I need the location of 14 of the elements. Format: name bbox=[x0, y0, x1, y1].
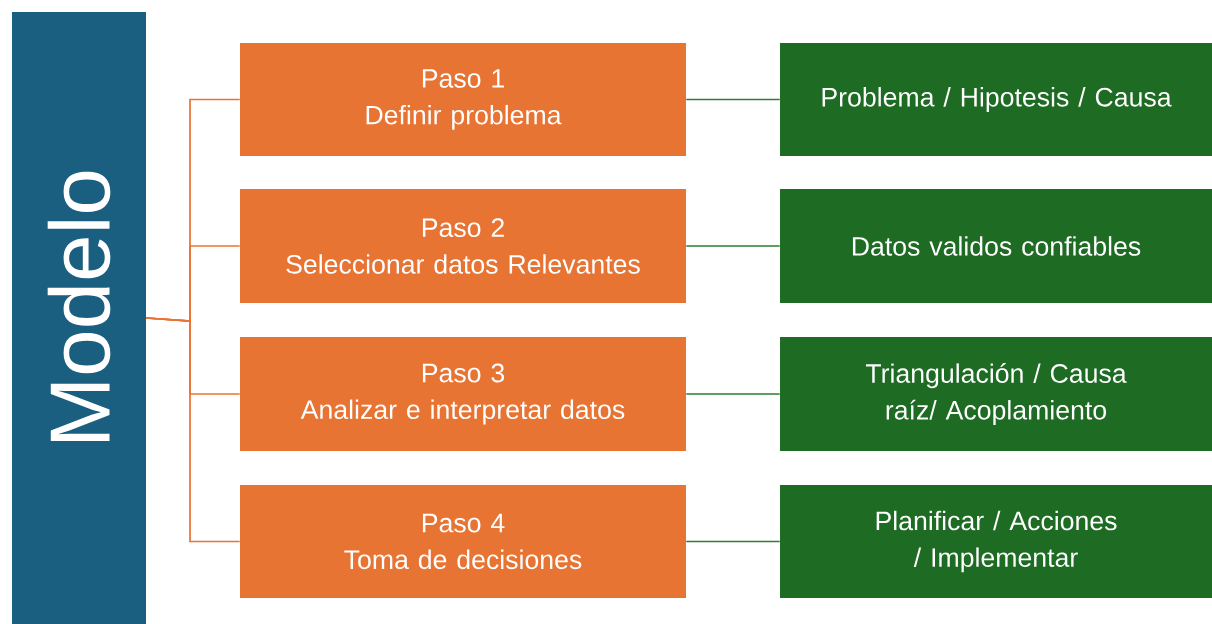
connector-line bbox=[685, 245, 781, 247]
result-box: Datos validos confiables bbox=[780, 189, 1212, 303]
connector-line bbox=[685, 393, 781, 395]
result-box: Triangulación / Causa raíz/ Acoplamiento bbox=[780, 337, 1212, 451]
step-box: Paso 3 Analizar e interpretar datos bbox=[240, 337, 686, 451]
step-box: Paso 4 Toma de decisiones bbox=[240, 485, 686, 598]
step-box: Paso 2 Seleccionar datos Relevantes bbox=[240, 189, 686, 303]
result-box: Planificar / Acciones / Implementar bbox=[780, 485, 1212, 598]
connector-line bbox=[145, 317, 241, 543]
result-box: Problema / Hipotesis / Causa bbox=[780, 43, 1212, 156]
connector-line bbox=[685, 98, 781, 101]
step-box: Paso 1 Definir problema bbox=[240, 43, 686, 156]
connector-line bbox=[685, 540, 781, 543]
modelo-bar: Modelo bbox=[12, 12, 146, 624]
